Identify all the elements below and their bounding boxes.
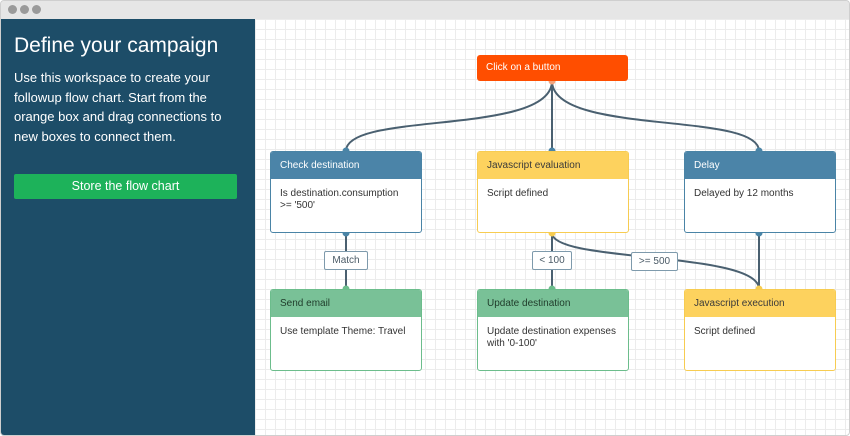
node-title: Delay [685, 152, 835, 179]
sidebar: Define your campaign Use this workspace … [1, 19, 255, 435]
window-control-icon[interactable] [20, 5, 29, 14]
node-body: Is destination.consumption >= '500' [280, 188, 399, 211]
node-body: Use template Theme: Travel [280, 326, 406, 337]
node-send-email[interactable]: Send email Use template Theme: Travel [270, 289, 422, 371]
node-title: Update destination [478, 290, 628, 317]
edge-label-match[interactable]: Match [324, 251, 368, 270]
instructions-text: Use this workspace to create your follow… [14, 70, 222, 144]
node-body: Script defined [694, 326, 756, 337]
store-flow-chart-button[interactable]: Store the flow chart [14, 174, 237, 199]
node-javascript-execution[interactable]: Javascript execution Script defined [684, 289, 836, 371]
node-title: Javascript execution [685, 290, 835, 317]
node-delay[interactable]: Delay Delayed by 12 months [684, 151, 836, 233]
node-body: Update destination expenses with '0-100' [487, 326, 616, 349]
window-control-icon[interactable] [8, 5, 17, 14]
node-javascript-evaluation[interactable]: Javascript evaluation Script defined [477, 151, 629, 233]
start-node-click-on-button[interactable]: Click on a button [477, 55, 628, 81]
node-title: Send email [271, 290, 421, 317]
node-update-destination[interactable]: Update destination Update destination ex… [477, 289, 629, 371]
node-body: Script defined [487, 188, 549, 199]
edge-label-gte-500[interactable]: >= 500 [631, 252, 678, 271]
node-title: Check destination [271, 152, 421, 179]
page-title: Define your campaign [14, 34, 219, 57]
node-body: Delayed by 12 months [694, 188, 794, 199]
node-check-destination[interactable]: Check destination Is destination.consump… [270, 151, 422, 233]
edge-label-less-100[interactable]: < 100 [532, 251, 572, 270]
window-titlebar [1, 1, 849, 19]
window-control-icon[interactable] [32, 5, 41, 14]
node-title: Javascript evaluation [478, 152, 628, 179]
